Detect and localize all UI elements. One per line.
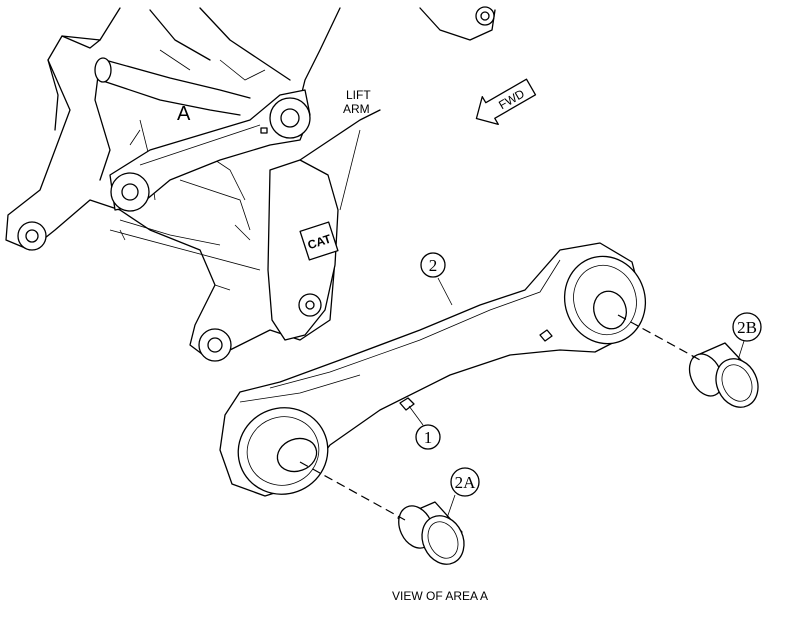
link-part-2 — [219, 242, 647, 497]
callout-2: 2 — [420, 252, 453, 306]
area-letter: A — [177, 103, 191, 125]
callout-1: 1 — [408, 405, 441, 450]
centerline-2b — [617, 314, 701, 361]
bearing-2b — [688, 342, 759, 408]
bearing-2a — [397, 501, 465, 565]
lift-arm-label-line1: LIFT — [346, 88, 371, 102]
callout-2b-text: 2B — [737, 318, 757, 337]
callout-2a-text: 2A — [455, 473, 477, 492]
forward-direction-arrow: FWD — [475, 78, 537, 126]
installed-link — [109, 89, 311, 212]
loader-frame-assembly: CAT — [5, 6, 496, 362]
callout-2a: 2A — [446, 467, 480, 519]
centerline-2a — [299, 461, 406, 521]
callout-2b: 2B — [732, 312, 762, 361]
callout-1-text: 1 — [424, 428, 433, 447]
callout-2-text: 2 — [429, 256, 438, 275]
view-caption: VIEW OF AREA A — [392, 589, 488, 603]
lift-arm-label-line2: ARM — [343, 102, 370, 116]
